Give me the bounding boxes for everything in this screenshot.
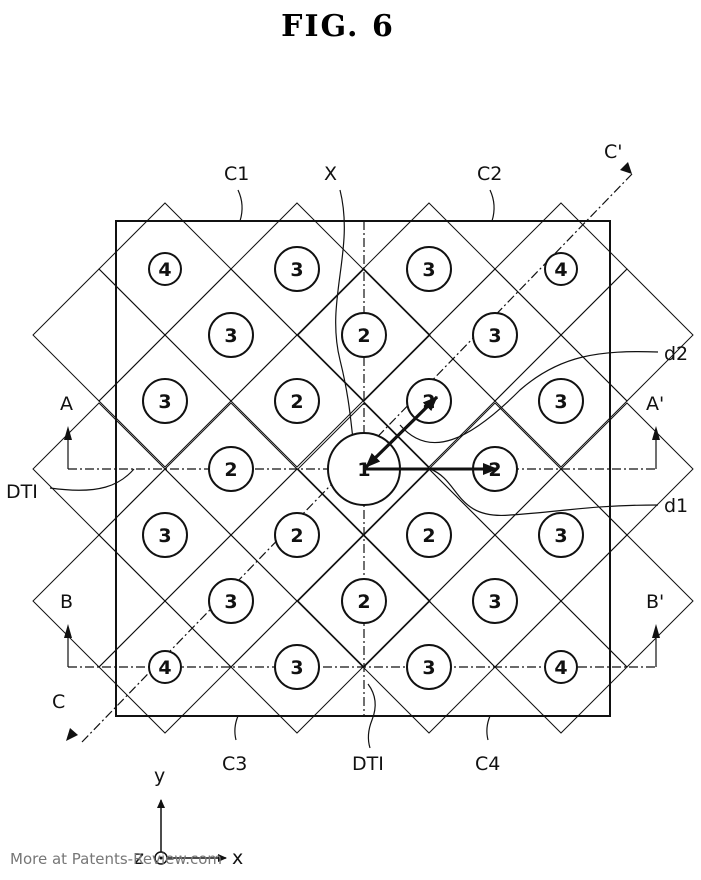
- diamond-cell: [362, 334, 496, 468]
- pixel-number: 3: [290, 657, 303, 679]
- pixel-circle-3: [472, 578, 518, 624]
- figure-title: FIG. 6: [281, 9, 395, 44]
- label-dti-bottom: DTI: [352, 753, 384, 775]
- pixel-circle-3: [406, 246, 452, 292]
- label-a: A: [60, 393, 73, 415]
- diamond-cell: [32, 268, 166, 402]
- diamond-cell: [230, 334, 364, 468]
- watermark: More at Patents-Review.com: [10, 850, 222, 868]
- label-c4: C4: [475, 753, 500, 775]
- axis-label-x: x: [232, 847, 243, 869]
- pixel-circle-4: [544, 650, 578, 684]
- pixel-circle-4: [148, 252, 182, 286]
- diamond-cell: [297, 268, 431, 402]
- pixel-number: 2: [357, 591, 370, 613]
- pixel-circle-4: [544, 252, 578, 286]
- pixel-number: 3: [158, 391, 171, 413]
- axes-indicator: y x z: [134, 765, 243, 869]
- axis-label-y: y: [154, 765, 165, 787]
- pixel-number: 2: [290, 525, 303, 547]
- diamond-cell: [362, 600, 496, 734]
- pixel-circle-2: [208, 446, 254, 492]
- pixel-number: 4: [554, 259, 567, 281]
- pixel-number: 3: [422, 657, 435, 679]
- pixel-circle-4: [148, 650, 182, 684]
- pixel-number: 3: [488, 325, 501, 347]
- label-a-prime: A': [646, 393, 664, 415]
- pixel-circle-3: [406, 644, 452, 690]
- pixel-number: 4: [158, 657, 171, 679]
- pixel-circle-2: [274, 378, 320, 424]
- pixel-circle-3: [208, 578, 254, 624]
- pixel-number: 3: [554, 391, 567, 413]
- label-b-prime: B': [646, 591, 664, 613]
- pixel-circle-2: [406, 512, 452, 558]
- d2-arrow-to-pixel: [364, 395, 439, 469]
- pixel-number: 2: [290, 391, 303, 413]
- label-d1: d1: [664, 495, 688, 517]
- diamond-cell: [32, 534, 166, 668]
- pixel-circle-3: [142, 378, 188, 424]
- axis-label-z: z: [134, 847, 144, 869]
- pixel-circle-3: [142, 512, 188, 558]
- pixel-number: 3: [290, 259, 303, 281]
- label-dti-left: DTI: [6, 481, 38, 503]
- pixel-circle-3: [538, 378, 584, 424]
- pixel-circle-3: [538, 512, 584, 558]
- pixel-number: 4: [554, 657, 567, 679]
- section-arrowheads: [64, 162, 660, 741]
- label-b: B: [60, 591, 73, 613]
- pixel-circle-3: [208, 312, 254, 358]
- pixel-number: 3: [224, 325, 237, 347]
- label-c1: C1: [224, 163, 249, 185]
- pixel-circle-2: [341, 578, 387, 624]
- pixel-number: 2: [357, 325, 370, 347]
- pixel-number: 3: [422, 259, 435, 281]
- pixel-number: 4: [158, 259, 171, 281]
- pixel-circle-3: [274, 644, 320, 690]
- label-c3: C3: [222, 753, 247, 775]
- pixel-number: 2: [224, 459, 237, 481]
- pixel-circle-3: [274, 246, 320, 292]
- pixel-number: 3: [158, 525, 171, 547]
- pixel-number: 3: [554, 525, 567, 547]
- label-c-prime: C': [604, 141, 623, 163]
- pixel-circle-2: [274, 512, 320, 558]
- label-x: X: [324, 163, 337, 185]
- diamond-cell: [560, 268, 694, 402]
- pixel-number: 2: [422, 525, 435, 547]
- pixel-number: 3: [224, 591, 237, 613]
- label-d2: d2: [664, 343, 688, 365]
- pixel-circles: 4334323322321232233234334: [142, 246, 584, 690]
- pixel-number: 3: [488, 591, 501, 613]
- diamond-cell: [560, 534, 694, 668]
- label-c: C: [52, 691, 65, 713]
- pixel-circle-2: [341, 312, 387, 358]
- label-c2: C2: [477, 163, 502, 185]
- diamond-cell: [230, 600, 364, 734]
- pixel-circle-3: [472, 312, 518, 358]
